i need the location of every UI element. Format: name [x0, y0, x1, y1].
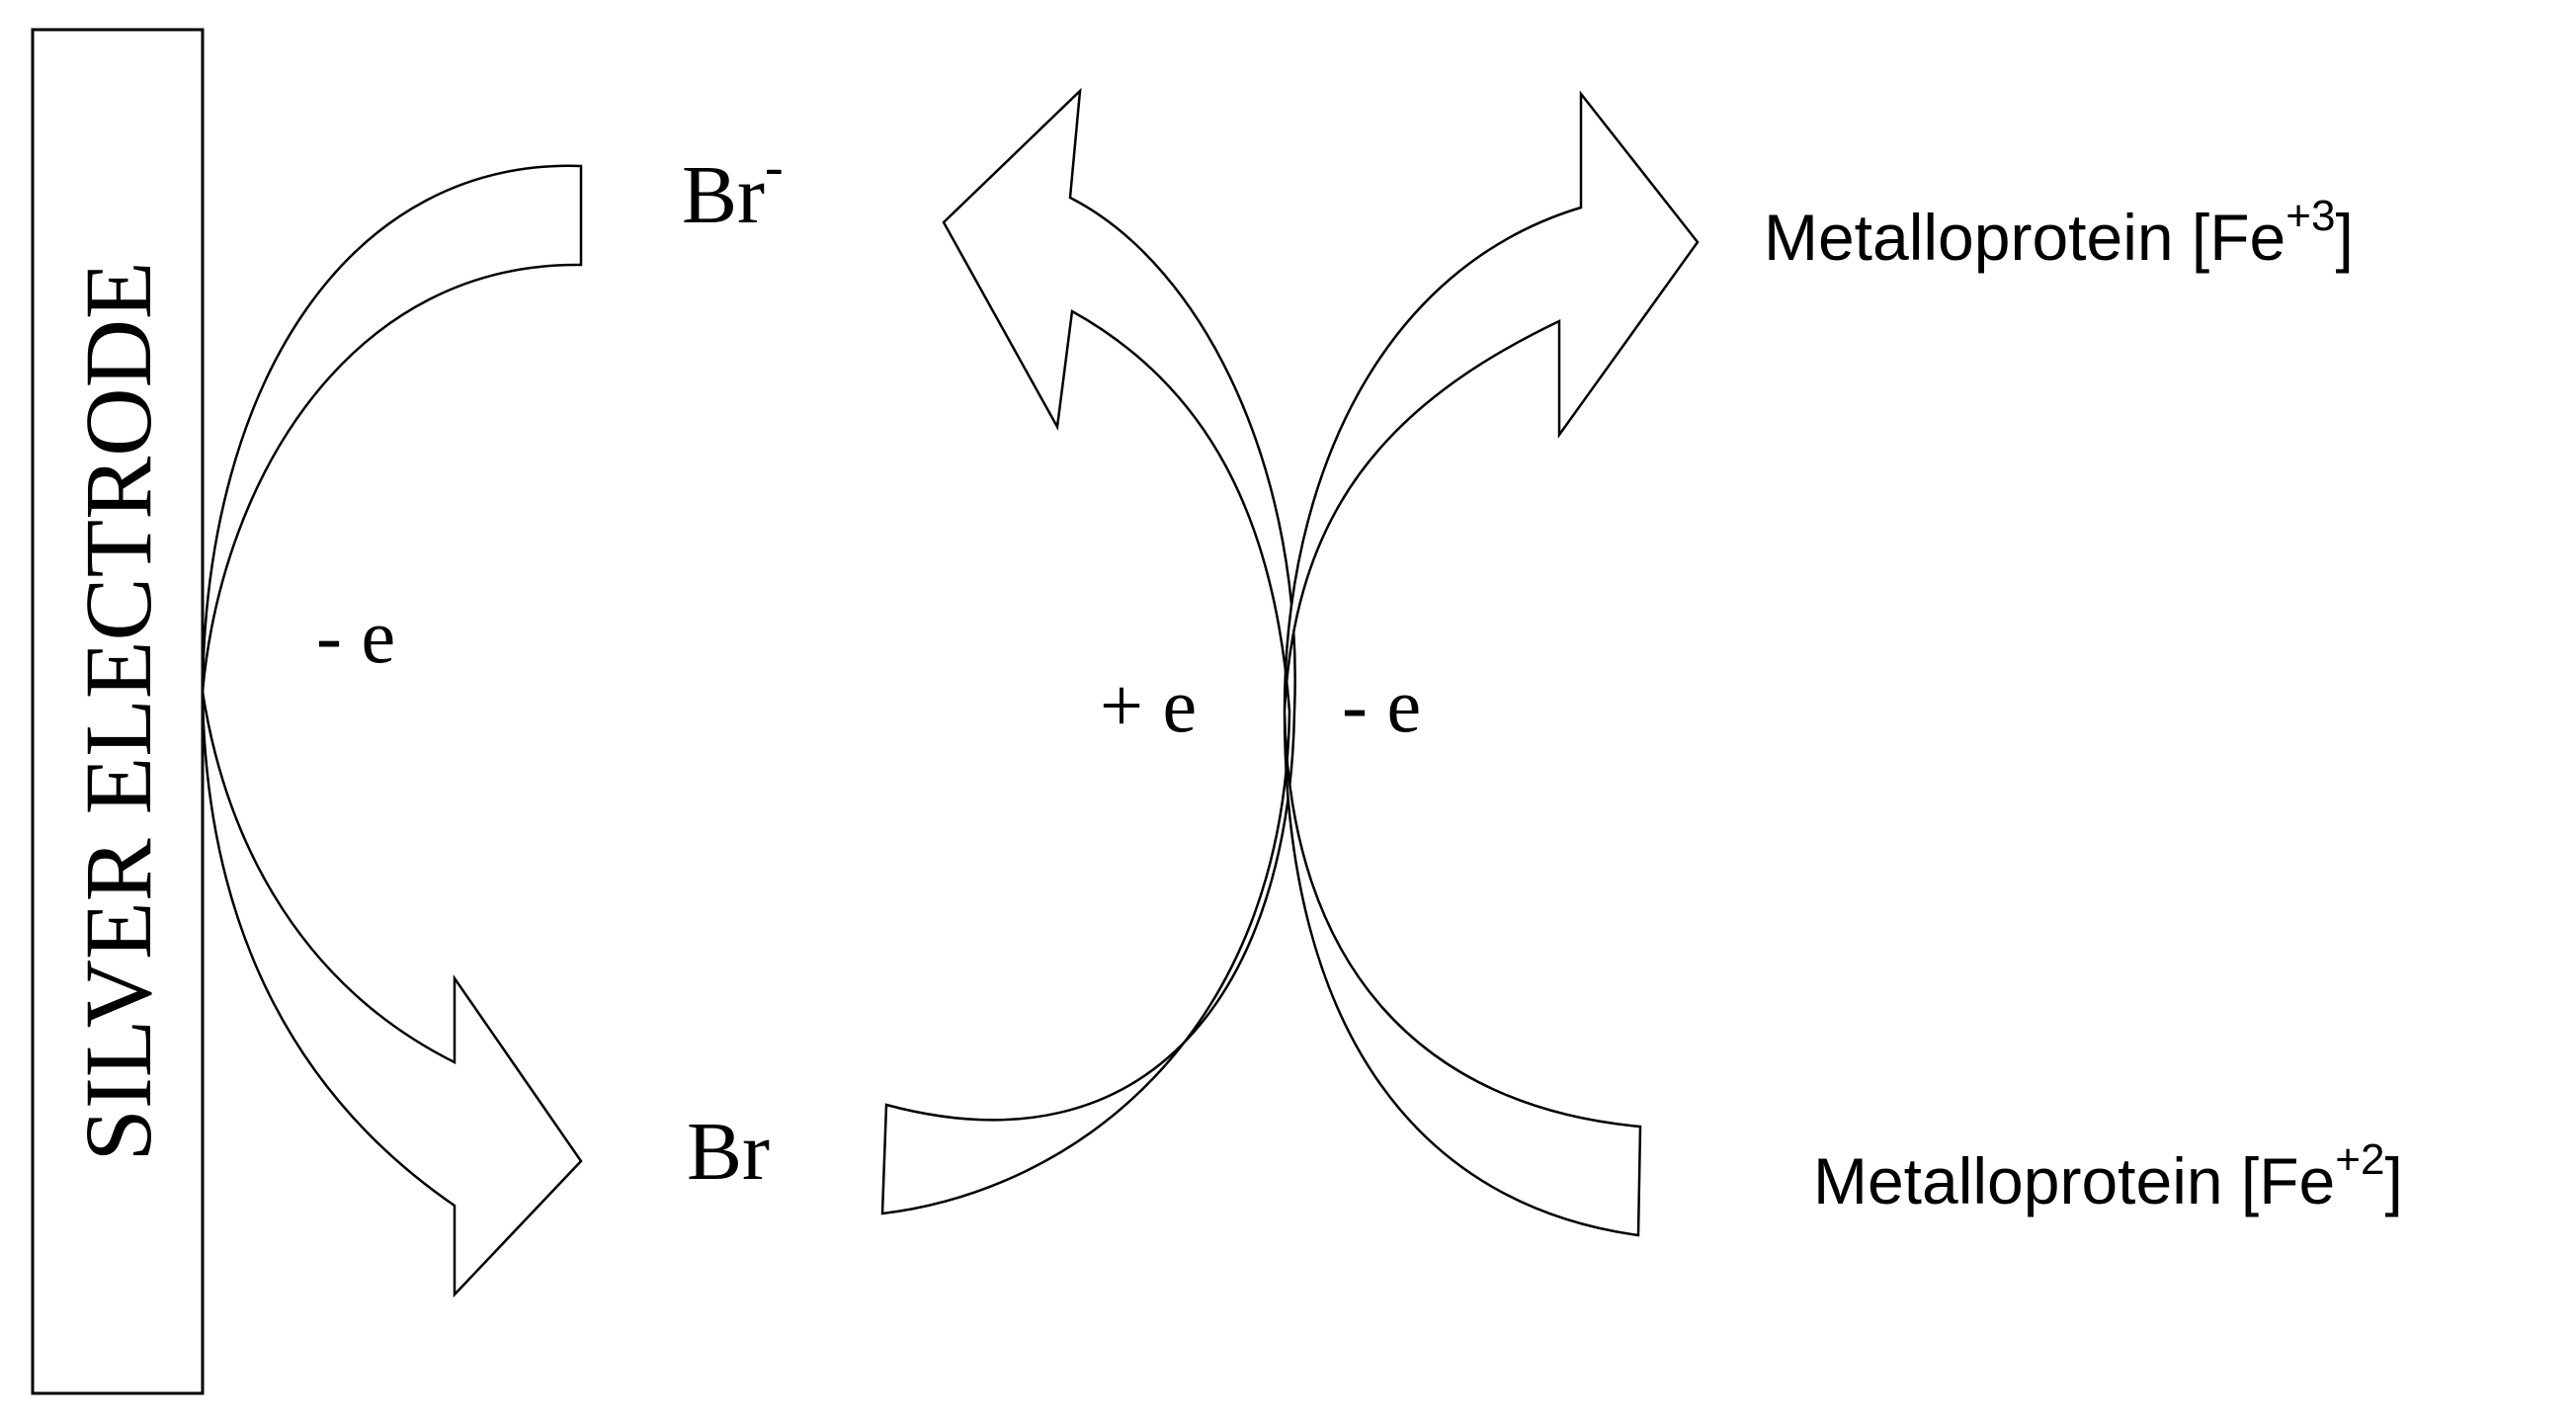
electrode-label: SILVER ELECTRODE — [65, 261, 171, 1161]
protein-fe2-label: Metalloprotein [Fe+2] — [1813, 1135, 2403, 1217]
protein-fe3-close: ] — [2335, 201, 2353, 274]
bromide-base: Br — [682, 149, 765, 241]
protein-electron-loss-label: - e — [1342, 662, 1421, 748]
protein-fe2-close: ] — [2384, 1144, 2402, 1217]
protein-fe3-label: Metalloprotein [Fe+3] — [1764, 192, 2354, 274]
bromine-electron-gain-label: + e — [1100, 662, 1197, 748]
protein-oxidation-arrow — [1283, 90, 1700, 1237]
bromide-charge: - — [765, 136, 784, 198]
bromide-label: Br- — [682, 136, 784, 241]
electrode-electron-loss-label: - e — [316, 593, 395, 679]
electrode-box — [31, 28, 205, 1395]
protein-fe2-base: Metalloprotein [Fe — [1813, 1144, 2335, 1217]
protein-fe3-charge: +3 — [2285, 192, 2335, 240]
bromine-to-bromide-arrow — [880, 87, 1296, 1215]
bromine-label: Br — [687, 1106, 770, 1198]
protein-fe3-base: Metalloprotein [Fe — [1764, 201, 2285, 274]
protein-fe2-charge: +2 — [2335, 1135, 2384, 1184]
silver-electrode: SILVER ELECTRODE — [31, 28, 205, 1395]
electrode-to-bromine-arrow — [201, 164, 583, 1298]
